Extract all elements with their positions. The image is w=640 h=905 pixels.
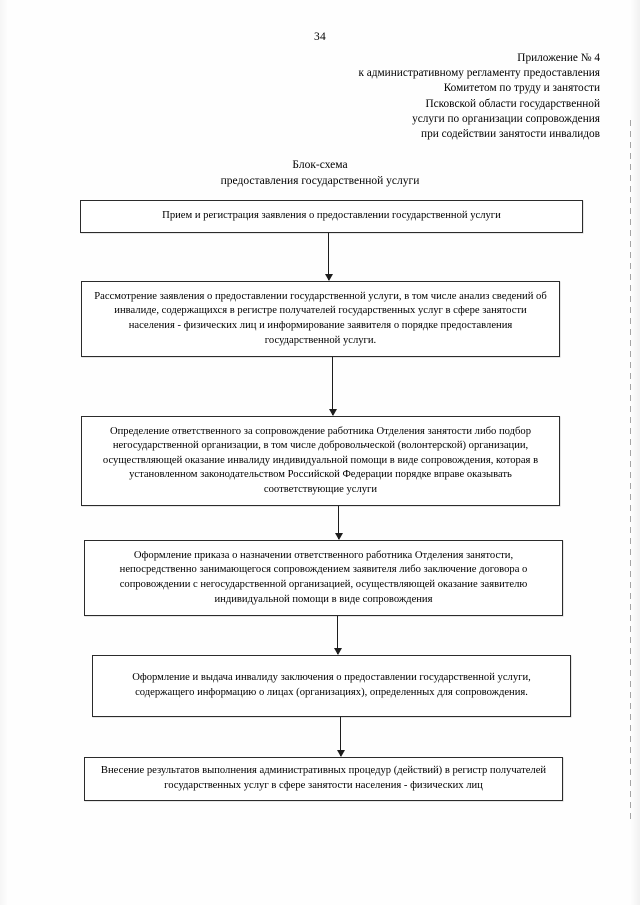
appendix-line-1: Приложение № 4: [517, 52, 600, 64]
appendix-line-5: услуги по организации сопровождения: [412, 112, 600, 125]
flow-node-issue-conclusion: Оформление и выдача инвалиду заключения …: [92, 655, 571, 717]
scan-margin-line: [630, 120, 631, 820]
flow-connector-arrow-3: [334, 506, 343, 540]
page-number: 34: [314, 31, 326, 43]
flow-connector-arrow-1: [324, 233, 333, 281]
flow-node-text: Внесение результатов выполнения админист…: [100, 765, 547, 791]
appendix-line-2: к административному регламенту предостав…: [358, 67, 600, 80]
flow-node-reception-registration: Прием и регистрация заявления о предоста…: [80, 200, 583, 233]
appendix-line-6: при содействии занятости инвалидов: [421, 128, 600, 141]
scan-edge-shading-right: [630, 0, 640, 905]
flow-connector-arrow-2: [328, 357, 337, 416]
scheme-title-line-1: Блок-схема: [292, 159, 348, 171]
scan-edge-shading-left: [0, 0, 8, 905]
flow-node-issue-order: Оформление приказа о назначении ответств…: [84, 540, 563, 616]
flow-node-text: Прием и регистрация заявления о предоста…: [162, 210, 501, 222]
flow-node-text: Оформление приказа о назначении ответств…: [119, 549, 528, 605]
flow-node-assign-responsible: Определение ответственного за сопровожде…: [81, 416, 560, 506]
flow-node-application-review: Рассмотрение заявления о предоставлении …: [81, 281, 560, 357]
scheme-title: Блок-схема предоставления государственно…: [70, 158, 570, 189]
flow-node-record-results: Внесение результатов выполнения админист…: [84, 757, 563, 801]
flow-connector-arrow-4: [333, 616, 342, 655]
flow-connector-arrow-5: [336, 717, 345, 757]
appendix-reference-block: Приложение № 4 к административному регла…: [300, 51, 600, 142]
appendix-line-4: Псковской области государственной: [425, 97, 600, 110]
flow-node-text: Рассмотрение заявления о предоставлении …: [94, 290, 547, 346]
flow-node-text: Определение ответственного за сопровожде…: [102, 425, 539, 495]
scheme-title-line-2: предоставления государственной услуги: [220, 174, 420, 187]
flow-node-text: Оформление и выдача инвалиду заключения …: [132, 672, 531, 698]
appendix-line-3: Комитетом по труду и занятости: [443, 82, 600, 95]
